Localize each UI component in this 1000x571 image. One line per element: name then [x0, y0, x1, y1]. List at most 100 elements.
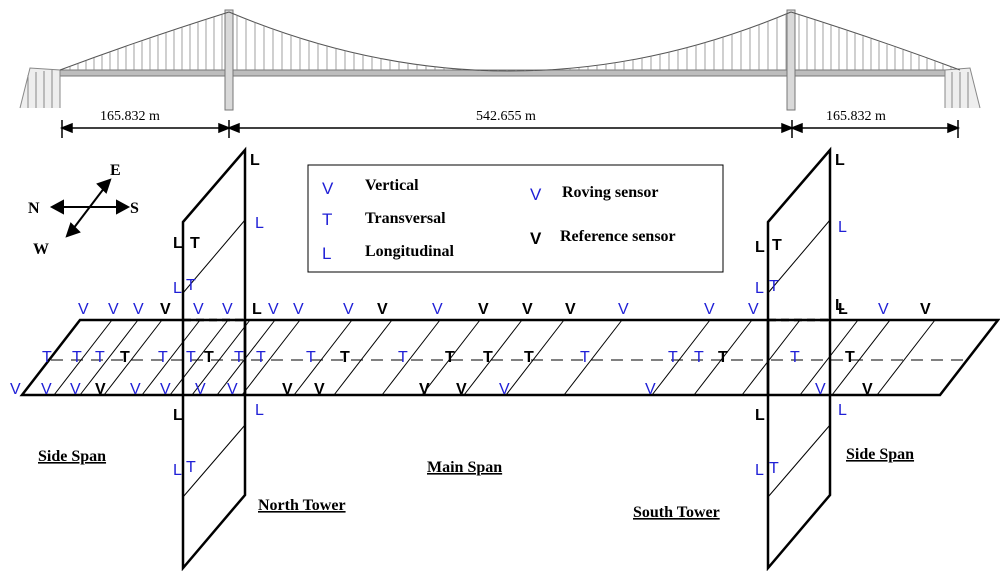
legend-vertical-label: Vertical	[365, 177, 419, 194]
tower-deck-intersections	[182, 318, 831, 395]
deck-sensor-V-roving: V	[130, 381, 141, 398]
tower-sensor-L: L	[835, 152, 845, 169]
deck-sensor-V-roving: V	[748, 301, 759, 318]
deck-sensor-T-roving: T	[95, 349, 105, 366]
deck-sensor-V-reference: V	[920, 301, 931, 318]
bridge-elevation	[19, 9, 981, 111]
left-span-length: 165.832 m	[100, 109, 160, 124]
deck-cross-line	[381, 319, 441, 396]
deck-sensor-V-roving: V	[10, 381, 21, 398]
deck-sensor-T-roving: T	[72, 349, 82, 366]
legend: V Vertical T Transversal L Longitudinal …	[307, 164, 724, 273]
compass-north: N	[28, 200, 40, 217]
tower-sensor-L: L	[173, 280, 182, 297]
deck-sensor-V-roving: V	[133, 301, 144, 318]
deck-sensor-V-reference: V	[478, 301, 489, 318]
deck-sensor-T-reference: T	[204, 349, 214, 366]
deck-sensor-T-roving: T	[694, 349, 704, 366]
deck-sensor-V-reference: V	[522, 301, 533, 318]
side-span-right-label: Side Span	[846, 446, 914, 463]
compass-south: S	[130, 200, 139, 217]
deck-sensor-V-roving: V	[815, 381, 826, 398]
deck-sensor-T-roving: T	[256, 349, 266, 366]
deck-cross-line	[693, 319, 753, 396]
elevation-south-tower	[786, 9, 796, 111]
deck-sensor-V-reference: V	[565, 301, 576, 318]
compass-west: W	[33, 241, 49, 258]
deck-sensor-V-roving: V	[41, 381, 52, 398]
tower-sensor-L: L	[755, 407, 765, 424]
deck-cross-line	[876, 319, 936, 396]
deck-sensor-T-roving: T	[42, 349, 52, 366]
deck-sensor-V-reference: V	[456, 381, 467, 398]
tower-sensor-L: L	[173, 462, 182, 479]
deck-sensor-T-roving: T	[668, 349, 678, 366]
deck-sensor-T-reference: T	[524, 349, 534, 366]
deck-sensor-T-reference: T	[340, 349, 350, 366]
elevation-north-tower	[224, 9, 234, 111]
deck-sensor-T-roving: T	[398, 349, 408, 366]
hangers	[69, 14, 952, 71]
deck-cross-line	[505, 319, 565, 396]
deck-cross-line	[563, 319, 623, 396]
tower-sensor-L: L	[173, 407, 183, 424]
deck-sensor-T-reference: T	[120, 349, 130, 366]
deck-cross-line	[169, 319, 229, 396]
tower-sensor-L: L	[835, 297, 845, 314]
deck-cross-line	[79, 319, 139, 396]
deck-sensor-V-reference: V	[160, 301, 171, 318]
deck-sensor-V-roving: V	[878, 301, 889, 318]
tower-sensor-L: L	[250, 152, 260, 169]
deck-cross-line	[293, 319, 353, 396]
deck-sensor-T-roving: T	[790, 349, 800, 366]
deck-cross-line	[831, 319, 891, 396]
dimension-line	[59, 120, 961, 138]
deck-sensor-L-reference: L	[838, 301, 848, 318]
side-span-left-label: Side Span	[38, 448, 106, 465]
main-cable-center	[228, 11, 792, 72]
deck-sensor-V-reference: V	[419, 381, 430, 398]
main-cable-left	[59, 11, 230, 71]
deck-sensor-T-reference: T	[445, 349, 455, 366]
tower-sensor-L: L	[838, 219, 847, 236]
legend-longitudinal-symbol: L	[322, 244, 331, 263]
compass-rose	[49, 178, 131, 238]
tower-sensor-T: T	[772, 237, 782, 254]
legend-longitudinal-label: Longitudinal	[365, 243, 454, 260]
deck-sensor-V-reference: V	[95, 381, 106, 398]
main-cable-right	[790, 11, 961, 71]
deck-sensor-V-roving: V	[78, 301, 89, 318]
tower-sensor-T: T	[190, 235, 200, 252]
north-tower-label: North Tower	[258, 497, 346, 514]
tower-sensor-T: T	[186, 277, 196, 294]
main-span-label: Main Span	[427, 459, 502, 476]
right-span-length: 165.832 m	[826, 109, 886, 124]
deck-cross-line	[333, 319, 393, 396]
deck-sensor-T-roving: T	[158, 349, 168, 366]
deck-sensor-L-reference: L	[252, 301, 262, 318]
tower-sensor-L: L	[755, 280, 764, 297]
compass-east: E	[110, 162, 121, 179]
deck-cross-line	[651, 319, 711, 396]
deck-sensor-T-reference: T	[718, 349, 728, 366]
deck-sensor-V-roving: V	[195, 381, 206, 398]
main-span-length: 542.655 m	[476, 109, 536, 124]
deck-sensor-V-roving: V	[704, 301, 715, 318]
deck-sensor-T-roving: T	[186, 349, 196, 366]
deck-sensor-V-reference: V	[377, 301, 388, 318]
deck-cross-line	[191, 319, 251, 396]
left-approach	[19, 67, 61, 109]
tower-sensor-labels: L L L T L T L L L T L L L T L T L L L L …	[173, 152, 847, 479]
deck-sensor-V-roving: V	[268, 301, 279, 318]
deck-sensor-V-roving: V	[108, 301, 119, 318]
deck-sensor-T-reference: T	[483, 349, 493, 366]
deck-sensor-V-roving: V	[222, 301, 233, 318]
deck-cross-line	[141, 319, 201, 396]
legend-reference-symbol: V	[530, 229, 542, 248]
legend-transversal-symbol: T	[322, 210, 332, 229]
tower-sensor-L: L	[255, 402, 264, 419]
deck-sensor-V-roving: V	[499, 381, 510, 398]
deck-sensor-V-roving: V	[618, 301, 629, 318]
deck-cross-line	[463, 319, 523, 396]
deck-plan	[19, 318, 1000, 397]
